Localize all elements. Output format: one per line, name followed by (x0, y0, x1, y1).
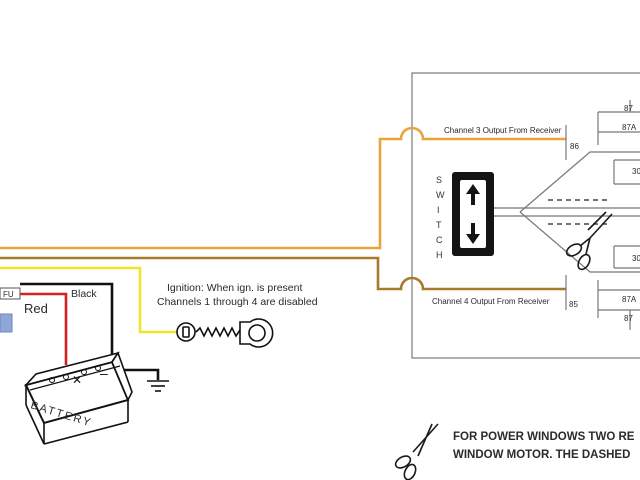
channel3-wire (0, 126, 566, 250)
pin-87-top: 87 (624, 104, 633, 113)
pin-87-bottom: 87 (624, 314, 633, 323)
switch-letter-i: I (437, 205, 440, 215)
relay-bottom (565, 245, 640, 330)
ignition-note-line1: Ignition: When ign. is present (167, 282, 302, 294)
relay-top (565, 100, 640, 185)
red-wire (20, 292, 68, 365)
channel3-label: Channel 3 Output From Receiver (444, 126, 562, 135)
pin-30-top: 30 (632, 167, 640, 176)
svg-text:✕: ✕ (72, 373, 82, 387)
switch-letter-s: S (436, 175, 442, 185)
dashed-bridge (548, 199, 610, 225)
scissors-icon (565, 211, 613, 271)
switch-letter-h: H (436, 250, 443, 260)
ignition-note-line2: Channels 1 through 4 are disabled (157, 296, 318, 308)
power-window-note-line1: FOR POWER WINDOWS TWO RE (453, 431, 635, 443)
scissors-note-icon (394, 423, 439, 480)
pin-86: 86 (570, 142, 579, 151)
ignition-wire (0, 266, 178, 334)
red-wire-label: Red (24, 301, 48, 316)
window-switch-icon (452, 172, 494, 256)
black-wire-label: Black (71, 288, 97, 300)
pin-87a-top: 87A (622, 123, 637, 132)
switch-letter-c: C (436, 235, 443, 245)
svg-text:–: – (100, 365, 108, 381)
channel4-label: Channel 4 Output From Receiver (432, 297, 550, 306)
ground-icon (147, 380, 169, 392)
pin-30-bottom: 30 (632, 254, 640, 263)
switch-label-vertical: S W I T C H (436, 175, 445, 260)
fuse-icon: FU (0, 287, 21, 333)
pin-85: 85 (569, 300, 578, 309)
battery-icon: ✕ – BATTERY (23, 351, 133, 445)
fuse-label: FU (3, 290, 14, 299)
switch-output-wires (494, 151, 640, 273)
black-wire (20, 282, 160, 380)
channel4-wire (0, 256, 566, 291)
switch-letter-w: W (436, 190, 445, 200)
pin-87a-bottom: 87A (622, 295, 637, 304)
switch-letter-t: T (436, 220, 442, 230)
ignition-key-icon (176, 318, 274, 348)
power-window-note-line2: WINDOW MOTOR. THE DASHED (453, 449, 630, 461)
relay-module-box (411, 72, 640, 359)
